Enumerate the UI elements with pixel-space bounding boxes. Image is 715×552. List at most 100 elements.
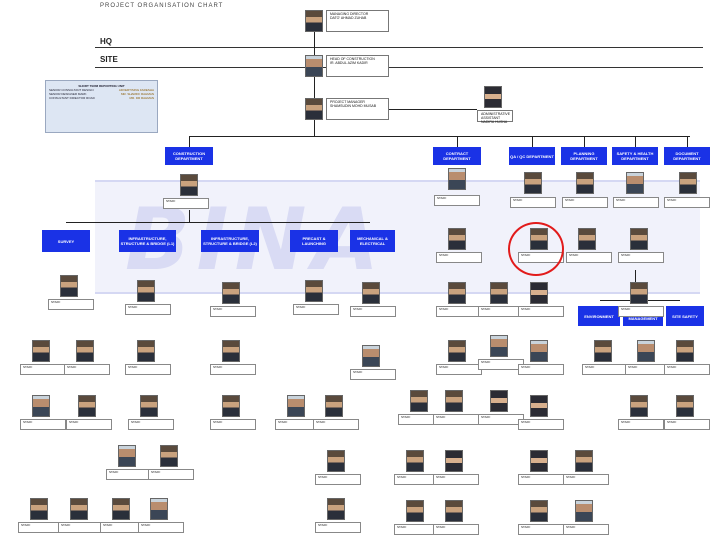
- staff-caption-text: STAFF: [316, 420, 326, 424]
- staff-caption: STAFF: [138, 522, 184, 533]
- staff-caption: STAFF: [66, 419, 112, 430]
- staff-photo: [594, 340, 612, 362]
- staff-caption-text: STAFF: [616, 198, 626, 202]
- staff-photo: [32, 395, 50, 417]
- staff-caption: STAFF: [664, 419, 710, 430]
- staff-caption-text: STAFF: [131, 420, 141, 424]
- dept-document: DOCUMENT DEPARTMENT: [664, 147, 710, 165]
- staff-photo: [490, 282, 508, 304]
- staff-photo: [578, 228, 596, 250]
- staff-caption-text: STAFF: [213, 420, 223, 424]
- md-caption: MANAGING DIRECTOR DATO' AHMAD ZUHAB: [326, 10, 389, 32]
- staff-caption-text: STAFF: [481, 415, 491, 419]
- staff-photo: [112, 498, 130, 520]
- staff-photo: [325, 395, 343, 417]
- staff-caption-text: STAFF: [21, 523, 31, 527]
- staff-photo: [630, 228, 648, 250]
- staff-photo: [362, 282, 380, 304]
- staff-photo: [530, 340, 548, 362]
- hoc-caption: HEAD OF CONSTRUCTION IR. ABDUL AZIM KADI…: [326, 55, 389, 77]
- staff-caption-text: STAFF: [439, 365, 449, 369]
- staff-photo: [576, 172, 594, 194]
- staff-caption: STAFF: [664, 197, 710, 208]
- staff-caption-text: STAFF: [566, 475, 576, 479]
- staff-caption-text: STAFF: [621, 253, 631, 257]
- staff-caption-text: STAFF: [667, 365, 677, 369]
- staff-caption-text: STAFF: [439, 307, 449, 311]
- staff-caption-text: STAFF: [128, 305, 138, 309]
- legend-cell: MR. SHARIFF RAHMAN: [121, 92, 154, 96]
- staff-caption: STAFF: [350, 369, 396, 380]
- staff-caption: STAFF: [562, 197, 608, 208]
- staff-caption-text: STAFF: [521, 365, 531, 369]
- staff-caption: STAFF: [563, 474, 609, 485]
- staff-caption: STAFF: [518, 524, 564, 535]
- staff-caption-text: STAFF: [481, 360, 491, 364]
- legend-cell: SENIOR CONSULTANT DESIGN: [49, 88, 94, 92]
- legend-row: SENIOR DESIGNER MARK MR. SHARIFF RAHMAN: [49, 92, 154, 96]
- staff-caption: STAFF: [664, 364, 710, 375]
- legend-cell: SENIOR DESIGNER MARK: [49, 92, 87, 96]
- zone-hq: HQ: [100, 37, 112, 46]
- staff-caption-text: STAFF: [667, 420, 677, 424]
- staff-photo: [445, 450, 463, 472]
- dept-construction: CONSTRUCTION DEPARTMENT: [165, 147, 213, 165]
- staff-photo: [222, 340, 240, 362]
- staff-photo: [180, 174, 198, 196]
- staff-photo: [490, 335, 508, 357]
- staff-caption-text: STAFF: [318, 523, 328, 527]
- staff-caption: STAFF: [582, 364, 628, 375]
- staff-caption: STAFF: [433, 524, 479, 535]
- pm-photo: [305, 98, 323, 120]
- md-photo: [305, 10, 323, 32]
- admin-name: NADIRA HUSNA: [481, 120, 508, 125]
- staff-caption-text: STAFF: [166, 199, 176, 203]
- staff-photo: [445, 500, 463, 522]
- connector: [314, 77, 315, 98]
- staff-caption-text: STAFF: [521, 475, 531, 479]
- staff-caption: STAFF: [20, 364, 66, 375]
- staff-caption: STAFF: [315, 474, 361, 485]
- legend-cell: ADVERTISING FARESHA: [118, 88, 154, 92]
- staff-caption: STAFF: [563, 524, 609, 535]
- staff-caption: STAFF: [518, 306, 564, 317]
- staff-caption: STAFF: [350, 306, 396, 317]
- staff-caption: STAFF: [125, 304, 171, 315]
- staff-caption-text: STAFF: [278, 420, 288, 424]
- staff-photo: [118, 445, 136, 467]
- admin-caption: ADMINISTRATIVE ASSISTANT NADIRA HUSNA: [477, 110, 513, 125]
- staff-caption-text: STAFF: [23, 365, 33, 369]
- header-text: PROJECT ORGANISATION CHART: [100, 3, 224, 9]
- pm-name: SHAMSUDIN MOHD MUSAB: [330, 104, 377, 109]
- staff-photo: [287, 395, 305, 417]
- staff-photo: [630, 395, 648, 417]
- subdept-site-safety: SITE SAFETY: [666, 306, 704, 326]
- staff-caption-text: STAFF: [51, 300, 61, 304]
- staff-caption-text: STAFF: [621, 307, 631, 311]
- legend-cell: CONSULTANT DIRECTOR ROAD: [49, 96, 95, 100]
- dept-planning: PLANNING DEPARTMENT: [561, 147, 607, 165]
- staff-photo: [448, 228, 466, 250]
- staff-caption-text: STAFF: [397, 475, 407, 479]
- staff-caption: STAFF: [510, 197, 556, 208]
- staff-photo: [150, 498, 168, 520]
- staff-photo: [575, 500, 593, 522]
- connector: [532, 136, 533, 147]
- staff-caption: STAFF: [210, 364, 256, 375]
- staff-caption: STAFF: [618, 252, 664, 263]
- staff-caption: STAFF: [64, 364, 110, 375]
- hoc-name: IR. ABDUL AZIM KADIR: [330, 61, 368, 66]
- staff-photo: [327, 450, 345, 472]
- staff-photo: [524, 172, 542, 194]
- connector: [189, 210, 190, 222]
- staff-photo: [406, 450, 424, 472]
- staff-photo: [60, 275, 78, 297]
- staff-caption-text: STAFF: [436, 475, 446, 479]
- hq-divider: [95, 47, 703, 48]
- staff-caption-text: STAFF: [439, 253, 449, 257]
- staff-caption-text: STAFF: [296, 305, 306, 309]
- staff-photo: [140, 395, 158, 417]
- staff-caption: STAFF: [313, 419, 359, 430]
- staff-caption-text: STAFF: [481, 307, 491, 311]
- staff-caption: STAFF: [48, 299, 94, 310]
